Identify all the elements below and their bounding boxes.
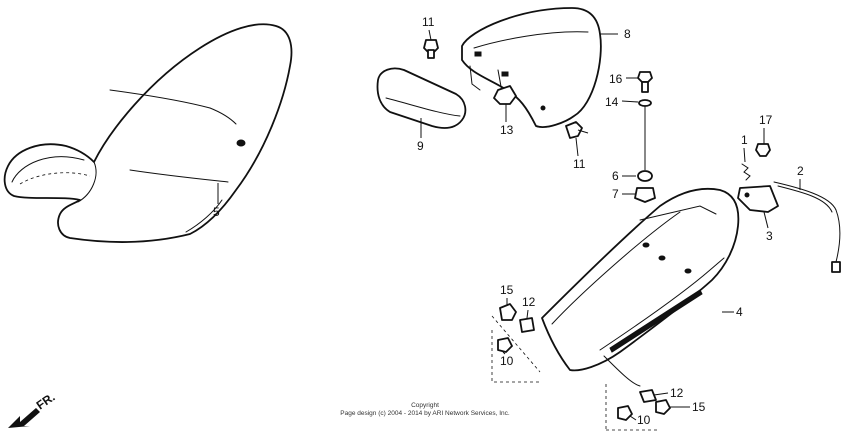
nut-part-12-left[interactable] bbox=[519, 317, 535, 333]
washer-part-14[interactable] bbox=[638, 99, 652, 107]
arrow-icon: FR. bbox=[8, 390, 58, 428]
callout-13: 13 bbox=[500, 123, 514, 137]
bracket-part-3[interactable] bbox=[737, 185, 779, 213]
copyright-text: Page design (c) 2004 - 2014 by ARI Netwo… bbox=[340, 410, 510, 417]
grommet-part-6[interactable] bbox=[637, 170, 653, 182]
callout-5: 5 bbox=[213, 205, 220, 219]
collar-part-7[interactable] bbox=[634, 187, 656, 203]
back-pad-part-9[interactable] bbox=[376, 67, 467, 138]
callout-17: 17 bbox=[759, 113, 773, 127]
screw-part-10-left[interactable] bbox=[497, 337, 513, 353]
copyright-title: Copyright bbox=[411, 402, 439, 409]
callout-7: 7 bbox=[612, 187, 619, 201]
front-direction-indicator: FR. bbox=[6, 390, 76, 434]
bolt-part-11-upper[interactable] bbox=[423, 39, 439, 59]
callout-11-lower: 11 bbox=[573, 157, 586, 171]
callout-15-right: 15 bbox=[692, 400, 706, 414]
bolt-part-11-lower[interactable] bbox=[565, 121, 589, 139]
callout-9: 9 bbox=[417, 139, 424, 153]
spring-part-1[interactable] bbox=[741, 163, 751, 181]
bolt-part-15-left[interactable] bbox=[499, 303, 517, 321]
rear-cowl-part-4[interactable] bbox=[541, 187, 740, 387]
assembly-guide-right bbox=[605, 384, 660, 431]
callout-11: 11 bbox=[422, 15, 435, 29]
callout-14: 14 bbox=[605, 95, 619, 109]
callout-labels: 11 8 16 14 17 1 2 9 13 11 6 7 3 5 4 15 1… bbox=[213, 15, 804, 427]
bolt-part-17[interactable] bbox=[755, 143, 771, 157]
nut-part-13[interactable] bbox=[493, 85, 517, 122]
callout-15: 15 bbox=[500, 283, 514, 297]
bolt-part-15-right[interactable] bbox=[655, 399, 671, 415]
callout-1: 1 bbox=[741, 133, 748, 147]
callout-2: 2 bbox=[797, 164, 804, 178]
callout-10-right: 10 bbox=[637, 413, 651, 427]
callout-16: 16 bbox=[609, 72, 623, 86]
bolt-part-16[interactable] bbox=[637, 71, 653, 93]
seat-cowl-part-8[interactable] bbox=[461, 7, 618, 128]
callout-12-right: 12 bbox=[670, 386, 684, 400]
assembly-guide-left bbox=[491, 315, 541, 383]
callout-6: 6 bbox=[612, 169, 619, 183]
callout-10: 10 bbox=[500, 354, 514, 368]
nut-part-12-right[interactable] bbox=[639, 389, 657, 403]
seat-part-5[interactable] bbox=[3, 23, 293, 243]
callout-4: 4 bbox=[736, 305, 743, 319]
callout-8: 8 bbox=[624, 27, 631, 41]
cable-part-2[interactable] bbox=[773, 181, 841, 273]
screw-part-10-right[interactable] bbox=[617, 405, 633, 421]
callout-12: 12 bbox=[522, 295, 536, 309]
callout-3: 3 bbox=[766, 229, 773, 243]
